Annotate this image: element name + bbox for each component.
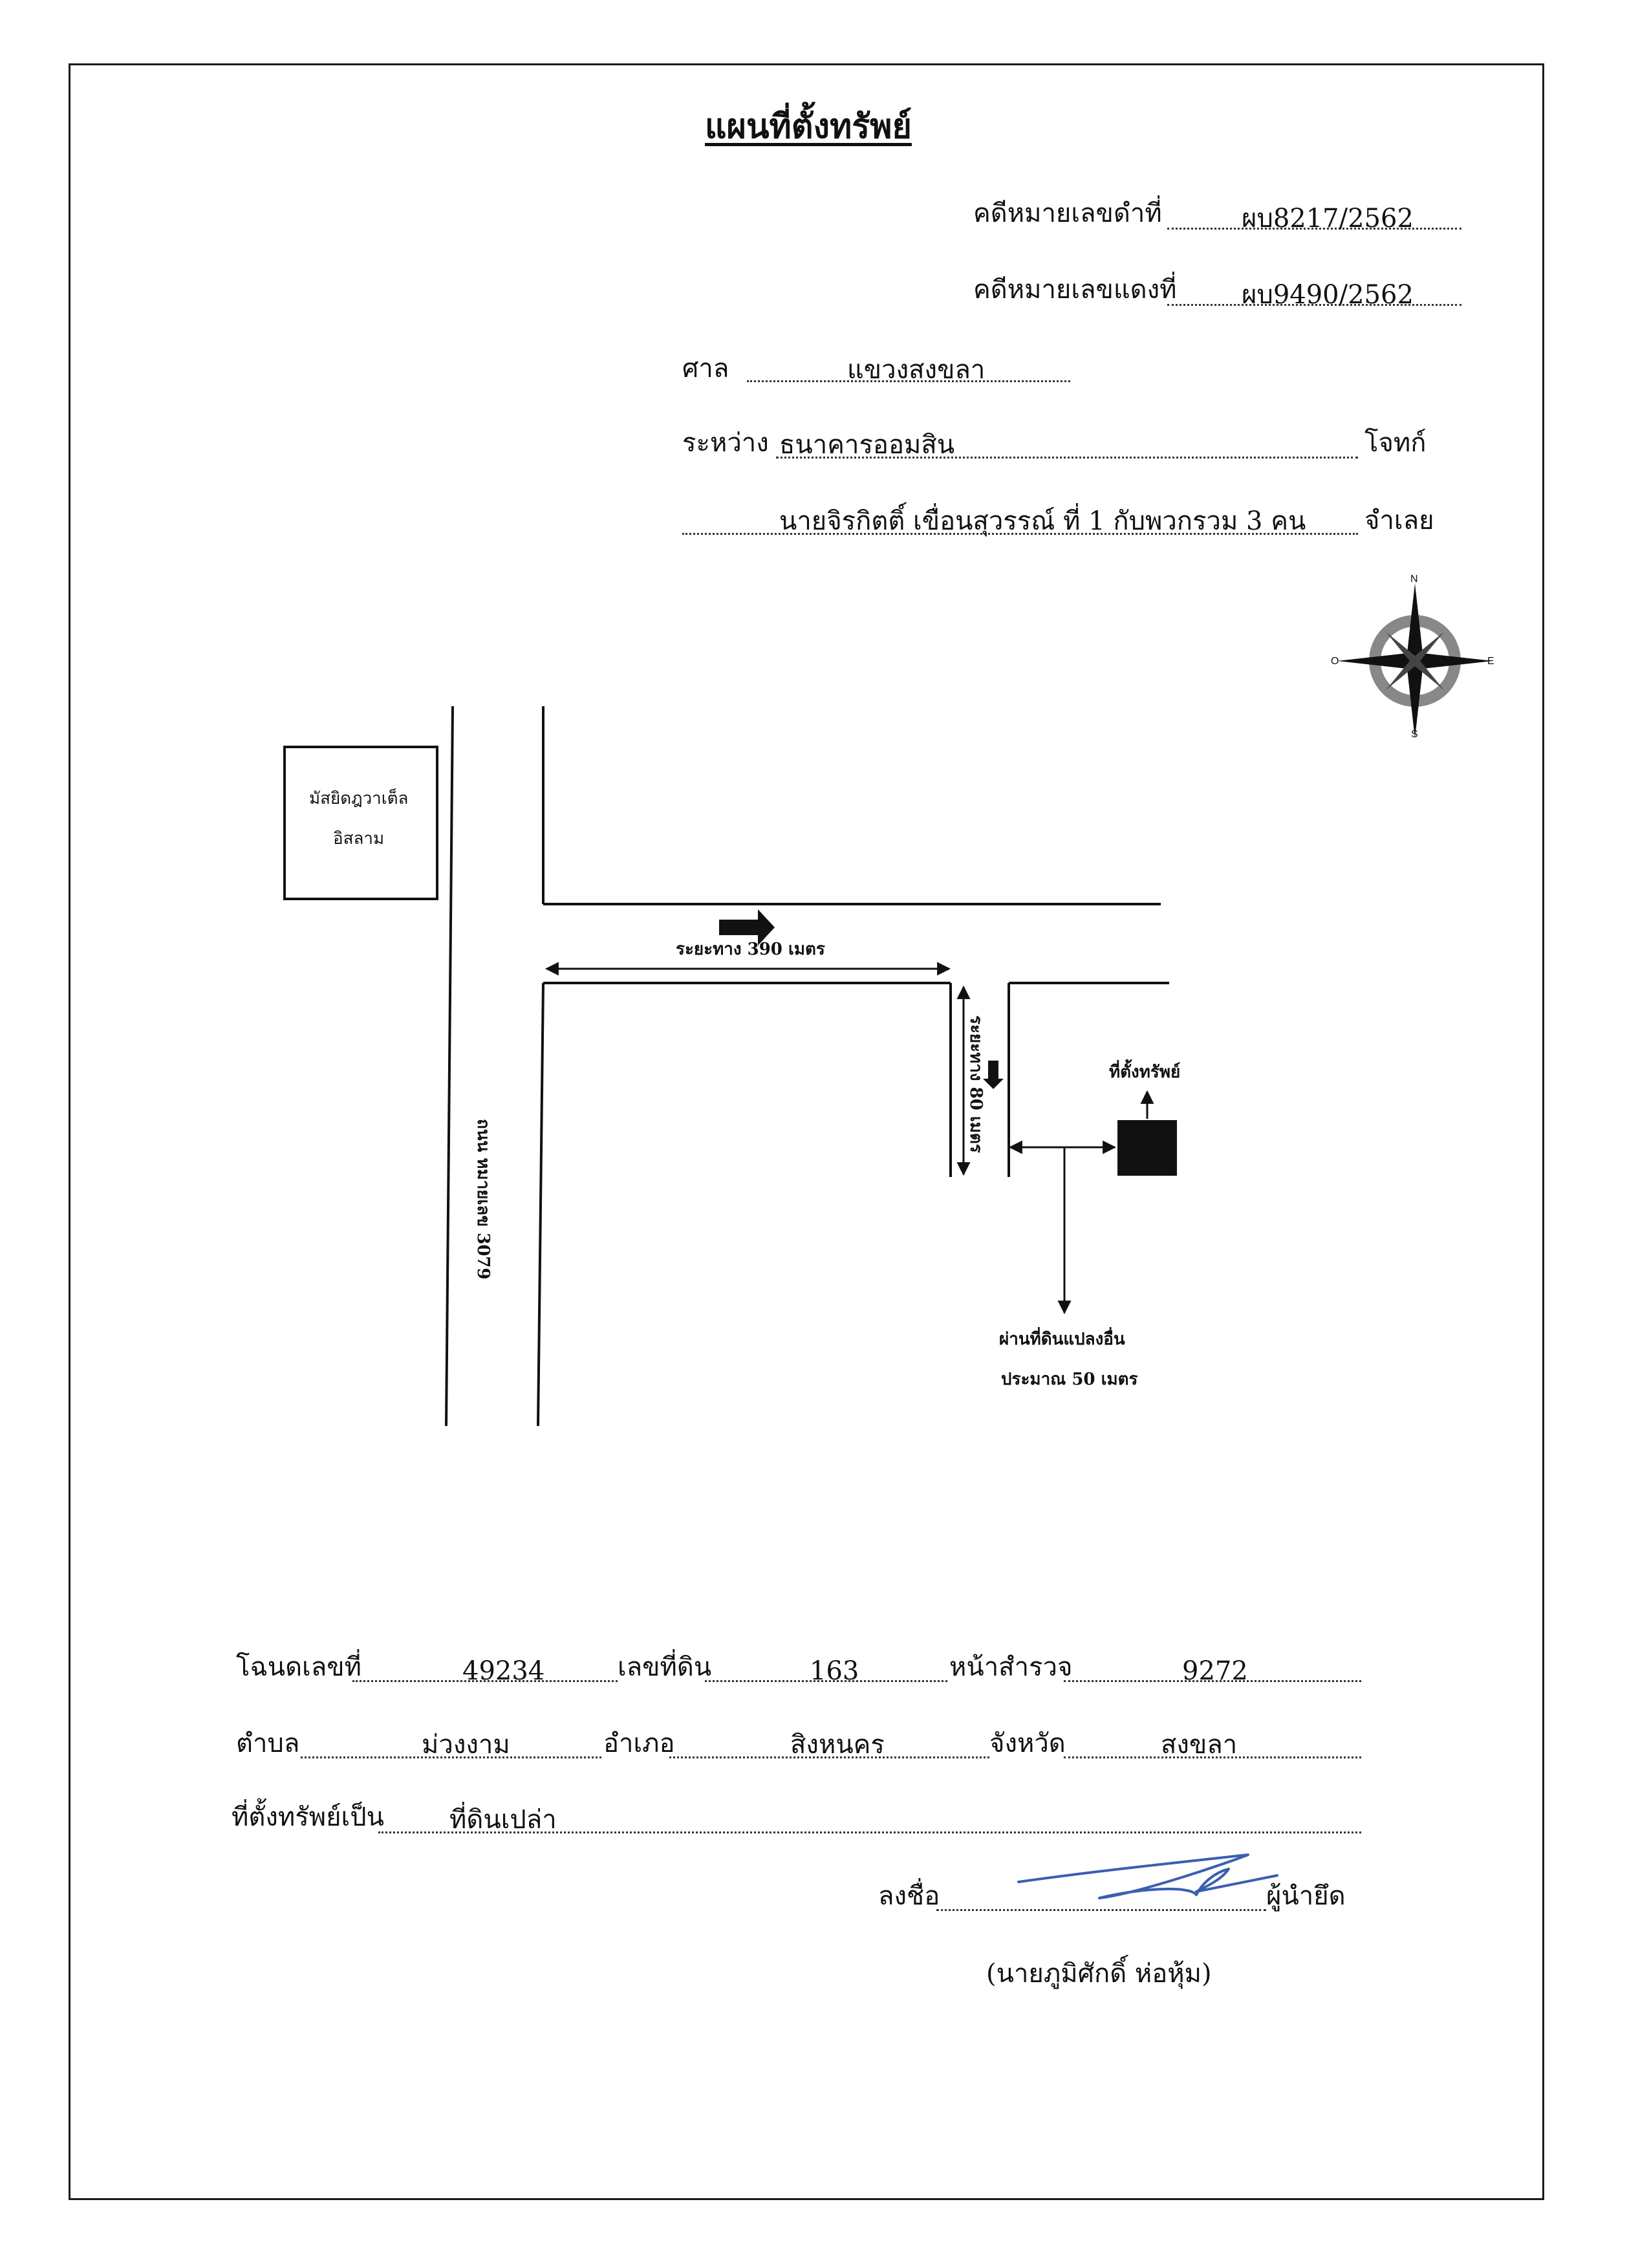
direction-arrow-right-icon [719,909,775,945]
compass-west-label: O [1331,656,1339,667]
plaintiff-dots [776,457,1358,459]
signature-label: ลงชื่อ [878,1881,940,1911]
court-dots [747,380,1070,382]
pass-through-line1: ผ่านที่ดินแปลงอื่น [999,1330,1125,1349]
signature-dots [936,1909,1266,1911]
pass-through-line2: ประมาณ 50 เมตร [1001,1370,1138,1389]
district-dots [669,1756,989,1758]
signature-role: ผู้นำยึด [1266,1881,1346,1911]
direction-arrow-down-icon [983,1061,1004,1089]
document-title: แผนที่ตั้งทรัพย์ [705,107,912,146]
compass-east-label: E [1487,656,1494,667]
deed-no-value: 49234 [462,1656,545,1686]
main-road-left-edge [445,706,454,1427]
compass-south-label: S [1411,729,1418,740]
survey-value: 9272 [1182,1656,1248,1686]
road-name-label: ถนน หมายเลข 3079 [473,1119,493,1280]
mosque-box [283,746,438,900]
black-case-label: คดีหมายเลขดำที่ [973,199,1162,228]
land-no-label: เลขที่ดิน [618,1652,712,1682]
court-value: แขวงสงขลา [847,355,986,385]
red-case-dots [1167,304,1461,306]
deed-no-dots [352,1680,618,1682]
land-no-value: 163 [810,1656,859,1686]
between-label: ระหว่าง [682,428,769,458]
mosque-label-line2: อิสลาม [333,829,385,848]
defendant-dots [682,533,1358,535]
land-no-dots [705,1680,947,1682]
province-label: จังหวัด [989,1729,1066,1758]
property-type-dots [378,1831,1361,1833]
distance-h-label: ระยะทาง 390 เมตร [676,940,825,959]
red-case-value: ผบ9490/2562 [1242,280,1414,310]
subdistrict-value: ม่วงงาม [422,1730,510,1760]
property-label: ที่ตั้งทรัพย์ [1109,1063,1181,1082]
compass-rose-icon [1337,583,1493,739]
defendant-value: นายจิรกิตติ์ เขื่อนสุวรรณ์ ที่ 1 กับพวกร… [779,506,1306,536]
defendant-role: จำเลย [1364,506,1434,535]
property-type-label: ที่ตั้งทรัพย์เป็น [232,1802,384,1832]
plaintiff-role: โจทก์ [1364,428,1427,458]
survey-label: หน้าสำรวจ [949,1652,1073,1682]
red-case-label: คดีหมายเลขแดงที่ [973,275,1177,305]
court-label: ศาล [682,354,729,383]
plaintiff-value: ธนาคารออมสิน [779,430,955,460]
survey-dots [1064,1680,1361,1682]
distance-v-label: ระยะทาง 80 เมตร [966,1015,986,1153]
province-dots [1064,1756,1361,1758]
property-marker [1117,1120,1177,1176]
subdistrict-label: ตำบล [236,1729,300,1758]
deed-no-label: โฉนดเลขที่ [236,1652,361,1682]
compass-north-label: N [1410,574,1418,585]
main-road-right-edge-lower [537,982,544,1427]
district-value: สิงหนคร [790,1730,885,1760]
document-border [69,63,1544,2200]
district-label: อำเภอ [603,1729,675,1758]
mosque-label-line1: มัสยิดฎวาเต็ล [309,789,409,808]
province-value: สงขลา [1161,1730,1238,1760]
signatory-name: (นายภูมิศักดิ์ ห่อหุ้ม) [986,1959,1212,1989]
subdistrict-dots [301,1756,601,1758]
black-case-value: ผบ8217/2562 [1242,204,1414,233]
black-case-dots [1167,228,1461,230]
property-type-value: ที่ดินเปล่า [449,1805,557,1835]
